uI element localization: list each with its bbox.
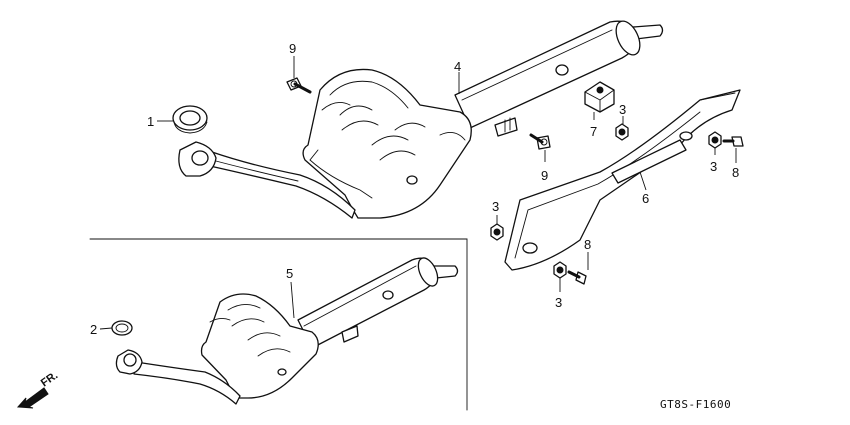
bolt-9-upper (286, 77, 312, 94)
gasket-1 (172, 105, 208, 134)
callouts: 1 2 3 3 3 3 4 5 6 7 8 8 9 9 (90, 41, 739, 337)
callout-4: 4 (454, 59, 461, 74)
bolt-8-right (722, 136, 744, 147)
gasket-2 (111, 320, 133, 336)
bolt-9-right (529, 133, 551, 150)
front-direction-arrow: FR. (16, 369, 60, 409)
callout-7: 7 (590, 124, 597, 139)
reference-code: GT8S-F1600 (660, 398, 731, 411)
nut-3-lower (553, 261, 567, 279)
callout-2: 2 (90, 322, 97, 337)
muffler-main (178, 20, 664, 219)
direction-label: FR. (39, 369, 60, 389)
callout-9-right: 9 (541, 168, 548, 183)
callout-3-lower: 3 (555, 295, 562, 310)
muffler-protector (504, 89, 741, 271)
callout-3-right: 3 (710, 159, 717, 174)
bolt-8-lower (567, 270, 587, 285)
nut-3-right (708, 131, 722, 149)
callout-6: 6 (642, 191, 649, 206)
nut-3-left (490, 223, 504, 241)
inset-frame (89, 238, 468, 411)
callout-1: 1 (147, 114, 154, 129)
callout-8-right: 8 (732, 165, 739, 180)
leader-lines (99, 56, 737, 330)
callout-3-upper: 3 (619, 102, 626, 117)
callout-9-upper: 9 (289, 41, 296, 56)
callout-3-left: 3 (492, 199, 499, 214)
muffler-alternate (115, 257, 459, 405)
callout-5: 5 (286, 266, 293, 281)
nut-7 (584, 81, 615, 113)
nut-3-upper (615, 123, 629, 141)
arrow-left-down-icon (16, 387, 49, 409)
callout-8-lower: 8 (584, 237, 591, 252)
